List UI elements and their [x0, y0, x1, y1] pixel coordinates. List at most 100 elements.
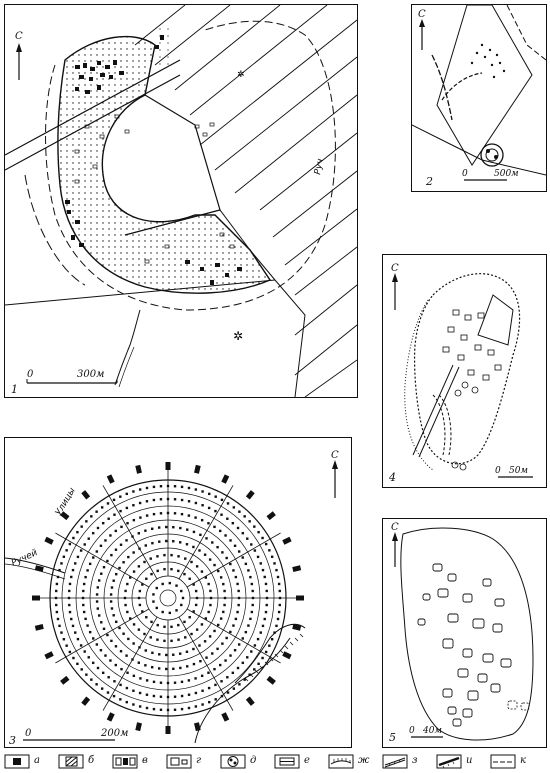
dwelling	[188, 616, 191, 619]
dwelling	[229, 562, 232, 566]
dwelling	[256, 637, 260, 641]
dwelling	[152, 498, 156, 502]
dwelling	[183, 572, 186, 576]
dwelling	[120, 667, 123, 671]
dwelling	[65, 644, 68, 647]
dwelling	[102, 565, 106, 569]
dwelling	[208, 492, 211, 496]
dwelling	[152, 512, 156, 516]
dwelling	[113, 680, 116, 683]
map-1-drawing: ✲ ✲ Руч С 0 300м 1	[5, 5, 357, 397]
radial-street	[55, 608, 150, 664]
dwelling	[221, 551, 224, 554]
outer-dwelling	[221, 474, 230, 484]
dwelling	[237, 550, 241, 553]
dwelling	[185, 543, 189, 546]
dwelling	[99, 544, 103, 547]
dwelling	[264, 582, 268, 586]
dwelling	[207, 506, 211, 510]
outer-dwelling	[135, 464, 142, 474]
outer-dwelling	[296, 595, 304, 601]
dwelling	[195, 628, 199, 631]
scarp-tick	[279, 649, 284, 654]
dwelling	[151, 666, 154, 669]
dwelling	[209, 589, 212, 593]
dwelling	[86, 624, 89, 627]
outer-dwelling	[292, 624, 302, 631]
scarp-tick	[299, 633, 304, 638]
scale-zero: 0	[25, 728, 32, 739]
dwelling	[246, 656, 249, 659]
dwelling	[199, 659, 202, 663]
dwelling	[126, 610, 129, 614]
legend-letter: д	[250, 755, 257, 766]
dwelling	[186, 528, 189, 531]
dwelling	[184, 557, 187, 560]
dwelling	[173, 485, 177, 488]
dwelling	[208, 700, 211, 704]
dwelling	[204, 576, 208, 579]
hatched-square-icon	[58, 754, 84, 769]
outer-dwelling	[81, 490, 91, 500]
dwelling	[76, 530, 79, 534]
dwelling	[112, 614, 115, 617]
dwelling	[238, 683, 241, 686]
dwelling	[263, 617, 266, 621]
dwelling	[166, 497, 170, 501]
dwelling	[270, 555, 274, 558]
scarp-tick	[264, 661, 269, 666]
dwelling	[109, 600, 113, 603]
dwelling	[132, 490, 135, 493]
dwelling	[132, 570, 136, 573]
dwelling	[145, 616, 148, 619]
dwelling	[268, 644, 271, 647]
dwelling	[166, 484, 170, 488]
dwelling	[217, 623, 220, 627]
dwelling	[207, 582, 210, 586]
legend-letter: е	[304, 755, 310, 766]
dwelling	[175, 609, 178, 612]
dwelling	[68, 589, 71, 593]
dwelling	[95, 593, 99, 596]
dwelling	[234, 617, 238, 621]
dwelling	[84, 575, 87, 579]
round-structure-icon	[480, 143, 504, 167]
dwelling	[159, 498, 163, 501]
dwelling	[251, 596, 255, 600]
dwelling	[141, 610, 144, 613]
dwelling	[102, 627, 106, 631]
dwelling	[209, 596, 213, 600]
dwelling	[132, 703, 135, 706]
legend-item-g: г	[166, 754, 216, 770]
dwelling	[265, 589, 268, 593]
dwelling	[265, 603, 268, 607]
dwelling	[241, 531, 245, 535]
dwelling	[192, 545, 195, 549]
dwelling	[131, 658, 134, 661]
dwelling	[138, 705, 142, 708]
legend-letter: з	[412, 755, 418, 766]
dwelling	[226, 691, 230, 694]
legend-item-d: д	[220, 754, 270, 770]
dwelling	[247, 569, 250, 572]
dwelling	[114, 663, 117, 667]
dwelling	[264, 542, 268, 546]
dwelling	[109, 534, 112, 537]
dwelling	[221, 642, 224, 645]
dwelling	[119, 683, 122, 687]
dwelling	[138, 603, 142, 607]
dwelling	[128, 576, 132, 579]
dwelling-with-annex-icon	[166, 754, 192, 769]
dwelling	[74, 631, 77, 634]
dwelling	[106, 502, 110, 505]
dwelling	[115, 620, 118, 624]
dwelling	[243, 515, 246, 518]
dwelling	[55, 610, 59, 614]
north-label: С	[15, 31, 23, 42]
dwelling	[67, 596, 71, 600]
dwelling	[207, 610, 210, 614]
legend-item-z: з	[382, 754, 432, 770]
dwelling	[231, 521, 235, 525]
dwelling	[250, 650, 253, 653]
dwelling	[238, 510, 241, 513]
